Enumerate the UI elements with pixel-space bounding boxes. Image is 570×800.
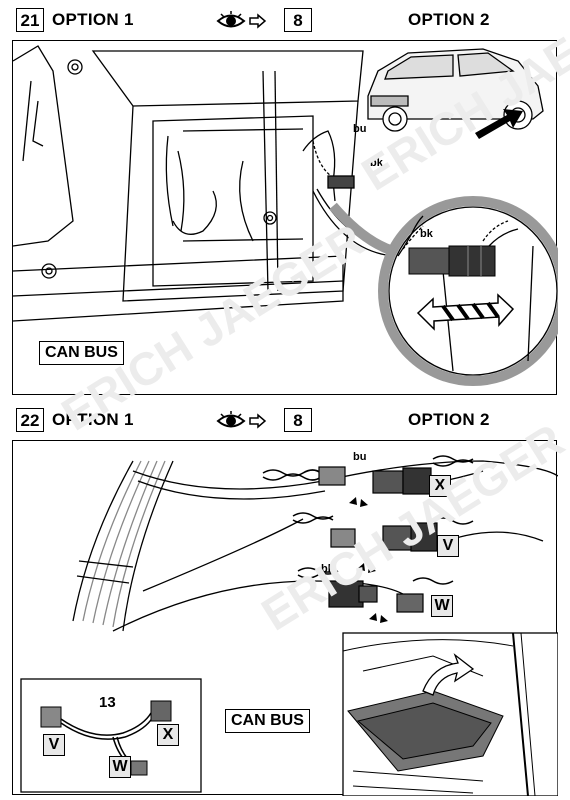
connect-arrows-icon xyxy=(349,497,388,623)
step-22-panel: bu bk X V W 13 V X W CAN BUS xyxy=(12,440,558,796)
pointer-arrow-icon xyxy=(475,109,523,139)
step-number: 22 xyxy=(16,408,44,432)
car-illustration xyxy=(367,48,544,132)
connector-w-male xyxy=(358,585,378,603)
open-arrow-icon xyxy=(422,653,475,696)
connector-left xyxy=(408,247,450,275)
option-1-label: OPTION 1 xyxy=(52,410,134,429)
zoom-circle xyxy=(378,196,558,386)
step-number: 21 xyxy=(16,8,44,32)
connector-tag-w: W xyxy=(431,595,453,617)
connector-w-plug xyxy=(396,593,424,613)
connector-bk xyxy=(330,528,356,548)
zoom-label-bk: bk xyxy=(420,228,433,240)
wire-label-bk: bk xyxy=(370,157,383,169)
wire-label-bu: bu xyxy=(353,123,367,135)
step-21-drawing xyxy=(13,45,558,386)
can-bus-label: CAN BUS xyxy=(39,341,124,365)
glovebox-inset xyxy=(342,632,558,796)
connector-tag-v: V xyxy=(437,535,459,557)
step-21-header: 21 OPTION 1 8 OPTION 2 xyxy=(0,6,570,36)
option-2-label: OPTION 2 xyxy=(408,10,490,29)
connector-tag-x: X xyxy=(429,475,451,497)
connector-w-female xyxy=(328,580,364,608)
can-bus-label: CAN BUS xyxy=(225,709,310,733)
connector-v-male xyxy=(382,525,414,551)
wire-label-bu: bu xyxy=(353,451,367,463)
inset-tag-w: W xyxy=(109,756,131,778)
step-22-drawing xyxy=(20,455,558,796)
inset-tag-v: V xyxy=(43,734,65,756)
connector-x-female xyxy=(402,467,432,495)
reference-step: 8 xyxy=(284,8,312,32)
reference-step: 8 xyxy=(284,408,312,432)
option-2-label: OPTION 2 xyxy=(408,410,490,429)
wire-label-bk: bk xyxy=(321,563,334,575)
step-21-panel: bu bk bk CAN BUS xyxy=(12,40,558,395)
connector-x-male xyxy=(372,470,404,494)
connector-bu xyxy=(318,466,346,486)
disconnect-arrow-icon xyxy=(416,293,515,331)
step-22-header: 22 OPTION 1 8 OPTION 2 xyxy=(0,406,570,436)
inset-part-number: 13 xyxy=(99,694,116,711)
option-1-label: OPTION 1 xyxy=(52,10,134,29)
connector-right xyxy=(448,245,496,277)
connector-v-female xyxy=(410,522,438,552)
inset-tag-x: X xyxy=(157,724,179,746)
connectors xyxy=(318,466,438,613)
